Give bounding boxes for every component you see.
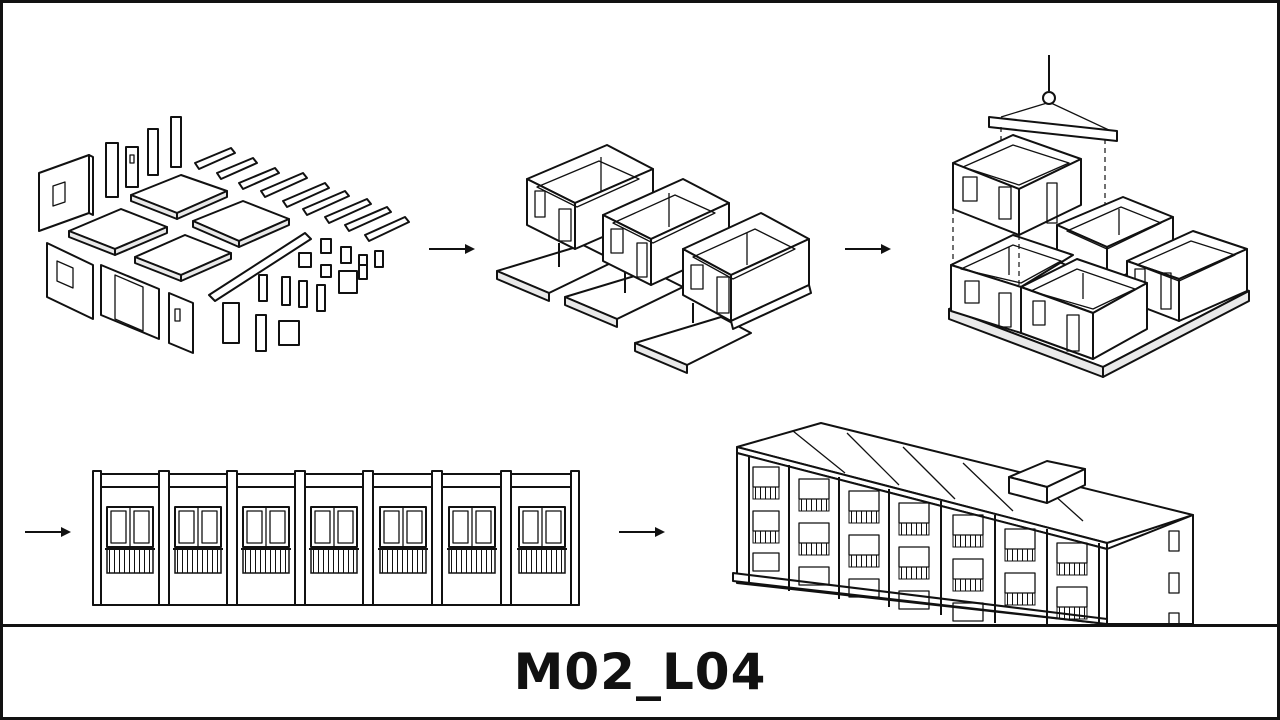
facade-pilasters [92, 470, 580, 606]
building-pilasters [748, 457, 1100, 624]
columns [105, 116, 182, 198]
caption-divider [3, 624, 1277, 627]
step-4-facade-elevation [92, 470, 580, 606]
room-module [682, 212, 812, 330]
beams [194, 147, 410, 302]
room-module [950, 234, 1074, 334]
step-3-crane-stacking [948, 55, 1250, 378]
wall-panel [38, 154, 94, 232]
small-components [222, 238, 384, 352]
room-module [602, 178, 730, 286]
construction-sequence-illustration [25, 55, 1250, 624]
building-windows [752, 466, 1088, 622]
facade-bays [105, 506, 567, 574]
wall-panels-lower [46, 242, 194, 354]
crane-hook-and-spreader [988, 55, 1118, 215]
step-1-precast-components [38, 116, 410, 354]
room-module [1020, 258, 1148, 360]
step-2-room-modules [496, 144, 812, 374]
floor-slabs [68, 174, 290, 282]
figure-caption: M02_L04 [513, 643, 767, 701]
lifted-room-module [952, 134, 1082, 287]
step-5-finished-building [732, 422, 1194, 624]
